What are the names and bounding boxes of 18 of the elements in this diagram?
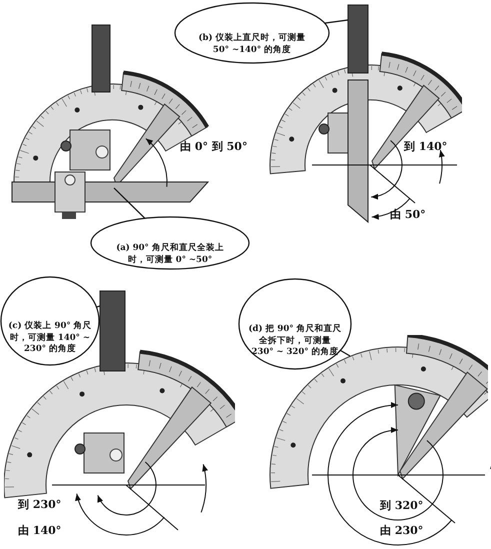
angle-label: 由 140° — [18, 524, 62, 537]
speech-bubble — [0, 276, 100, 366]
angle-label: 由 230° — [380, 524, 424, 537]
angle-label: 到 320° — [380, 499, 424, 512]
speech-bubble — [90, 216, 250, 270]
leader-line — [96, 305, 100, 308]
leader-line — [340, 350, 350, 357]
angle-label: 到 140° — [404, 140, 448, 153]
leader-line — [324, 19, 348, 24]
angle-label: 由 0° 到 50° — [180, 140, 248, 153]
callout-text: (d) 把 90° 角尺和直尺全拆下时，可测量 230° ~ 320° 的角度 — [248, 324, 342, 358]
speech-bubble — [238, 278, 352, 370]
callout-text: (b) 仪装上直尺时，可测量 50° ~140° 的角度 — [198, 33, 306, 56]
angle-label: 由 50° — [390, 208, 426, 221]
speech-bubble — [174, 2, 330, 64]
leader-line — [114, 188, 146, 219]
callout-text: (a) 90° 角尺和直尺全装上时，可测量 0° ~50° — [115, 243, 225, 266]
callout-text: (c) 仪装上 90° 角尺时，可测量 140° ~ 230° 的角度 — [8, 321, 92, 356]
